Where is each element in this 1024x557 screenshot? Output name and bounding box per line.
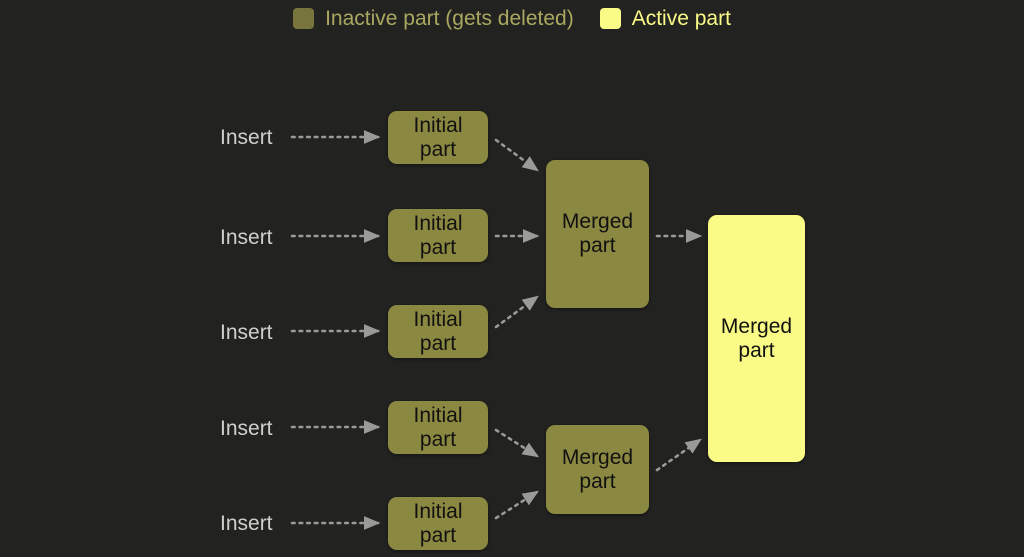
legend-swatch-active-icon [599, 8, 621, 29]
initial-part-2-line2: part [419, 235, 457, 259]
legend-item-inactive: Inactive part (gets deleted) [293, 8, 574, 29]
arrow-merge-3 [494, 295, 539, 329]
merged-part-bottom-line1: Merged [561, 445, 634, 469]
arrow-merge-4 [494, 428, 539, 458]
initial-part-4-line1: Initial [413, 403, 463, 427]
initial-part-4[interactable]: Initial part [388, 401, 488, 454]
legend-label-active: Active part [631, 7, 731, 30]
initial-part-3-line1: Initial [413, 307, 463, 331]
initial-part-3-line2: part [419, 331, 457, 355]
merged-part-active-line2: part [738, 338, 775, 362]
insert-label-3: Insert [220, 321, 273, 344]
legend-item-active: Active part [599, 7, 731, 30]
initial-part-5[interactable]: Initial part [388, 497, 488, 550]
arrow-final-bottom [655, 438, 702, 472]
insert-label-2: Insert [220, 226, 273, 249]
insert-label-1: Insert [220, 126, 273, 149]
initial-part-4-line2: part [419, 427, 457, 451]
initial-part-5-line2: part [419, 523, 457, 547]
insert-label-5: Insert [220, 512, 273, 535]
merged-part-top-line2: part [579, 234, 616, 257]
initial-part-1-line2: part [419, 137, 457, 161]
merged-part-active[interactable]: Merged part [708, 215, 805, 462]
merged-part-active-line1: Merged [720, 314, 793, 338]
legend: Inactive part (gets deleted) Active part [0, 8, 1024, 29]
legend-label-inactive: Inactive part (gets deleted) [325, 7, 574, 30]
arrow-merge-1 [494, 138, 539, 172]
initial-part-2-line1: Initial [413, 211, 463, 235]
merged-part-bottom[interactable]: Merged part [546, 425, 649, 514]
merged-part-bottom-line2: part [579, 469, 616, 493]
initial-part-1-line1: Initial [413, 113, 463, 137]
legend-swatch-inactive-icon [293, 8, 315, 29]
merged-part-top[interactable]: Merged part [546, 160, 649, 308]
initial-part-1[interactable]: Initial part [388, 111, 488, 164]
insert-label-4: Insert [220, 417, 273, 440]
initial-part-2[interactable]: Initial part [388, 209, 488, 262]
initial-part-5-line1: Initial [413, 499, 463, 523]
initial-part-3[interactable]: Initial part [388, 305, 488, 358]
merged-part-top-line1: Merged [561, 210, 634, 233]
arrow-merge-5 [494, 490, 539, 520]
